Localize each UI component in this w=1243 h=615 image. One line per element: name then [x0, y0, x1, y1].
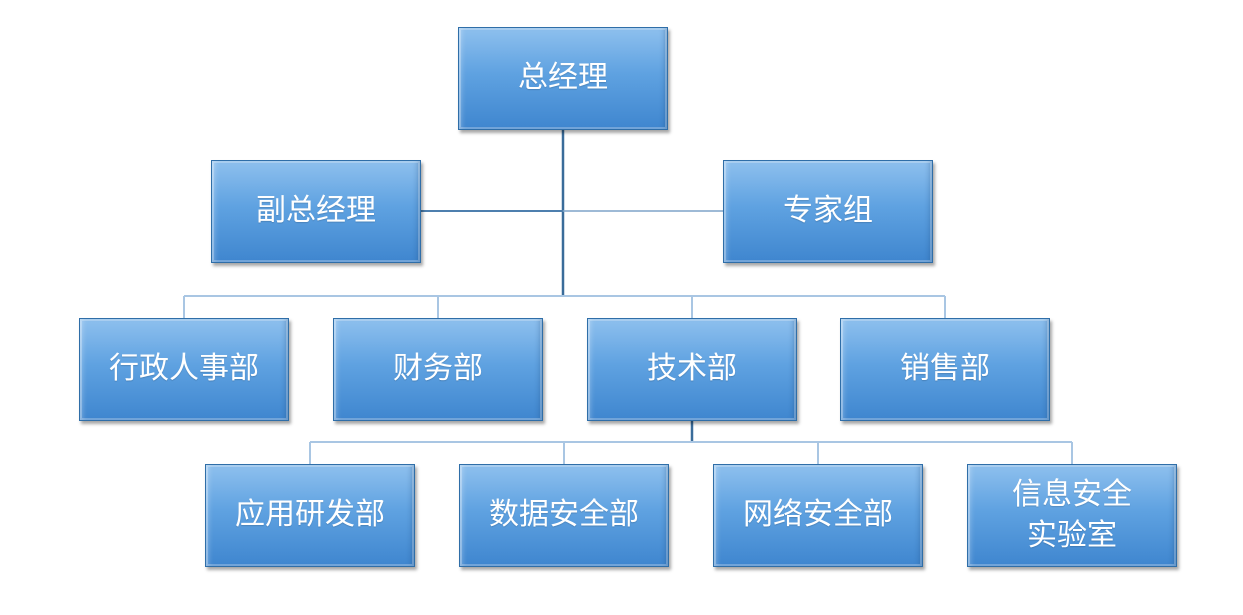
node-label: 行政人事部 — [109, 351, 259, 387]
node-data-security-dept: 数据安全部 — [459, 464, 669, 567]
node-label: 销售部 — [900, 351, 990, 387]
node-label: 信息安全 实验室 — [1012, 477, 1132, 553]
node-tech-dept: 技术部 — [587, 318, 797, 421]
node-network-security-dept: 网络安全部 — [713, 464, 923, 567]
node-label: 数据安全部 — [489, 497, 639, 533]
node-label: 网络安全部 — [743, 497, 893, 533]
node-label: 技术部 — [647, 351, 737, 387]
node-label: 应用研发部 — [235, 497, 385, 533]
node-general-manager: 总经理 — [458, 27, 668, 130]
node-label: 专家组 — [783, 193, 873, 229]
node-sales-dept: 销售部 — [840, 318, 1050, 421]
node-deputy-general-manager: 副总经理 — [211, 160, 421, 263]
node-label: 副总经理 — [256, 193, 376, 229]
node-label: 总经理 — [518, 60, 608, 96]
node-app-dev-dept: 应用研发部 — [205, 464, 415, 567]
node-info-security-lab: 信息安全 实验室 — [967, 464, 1177, 567]
node-label: 财务部 — [393, 351, 483, 387]
node-expert-group: 专家组 — [723, 160, 933, 263]
node-finance-dept: 财务部 — [333, 318, 543, 421]
node-admin-hr-dept: 行政人事部 — [79, 318, 289, 421]
